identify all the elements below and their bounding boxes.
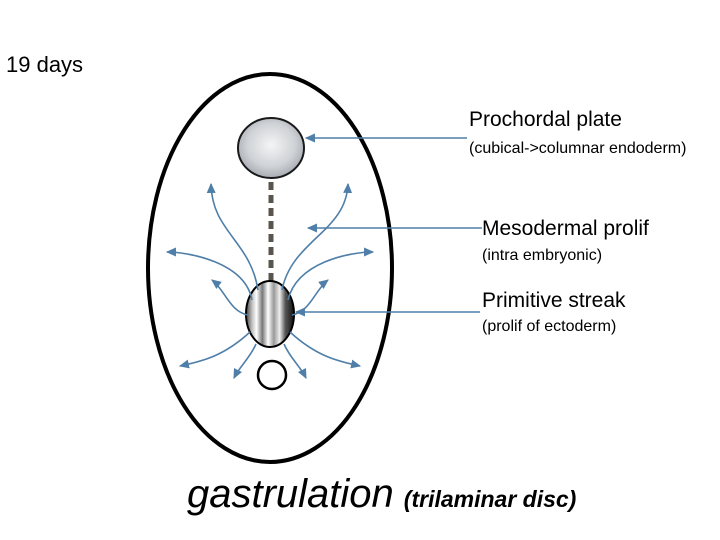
primitive-streak-note: (prolif of ectoderm) xyxy=(482,318,617,335)
primitive-pit-circle xyxy=(256,359,288,391)
prochordal-plate-note: (cubical->columnar endoderm) xyxy=(469,140,687,157)
migration-arrow xyxy=(291,279,329,316)
stage-label: 19 days xyxy=(6,52,84,77)
caption-main: gastrulation xyxy=(187,472,394,516)
migration-arrow xyxy=(178,331,251,369)
migration-arrow xyxy=(287,247,375,301)
primitive-streak-label: Primitive streak xyxy=(482,289,626,312)
prochordal-plate-label: Prochordal plate xyxy=(469,108,622,131)
migration-arrow xyxy=(283,343,307,380)
prochordal-plate xyxy=(237,117,305,179)
migration-arrow xyxy=(206,182,259,291)
caption: gastrulation (trilaminar disc) xyxy=(187,472,576,517)
migration-arrow xyxy=(211,279,249,316)
migration-arrow xyxy=(289,331,362,369)
caption-sub: (trilaminar disc) xyxy=(403,486,577,512)
primitive-streak xyxy=(245,280,295,348)
migration-arrow xyxy=(281,182,353,291)
mesodermal-prolif-note: (intra embryonic) xyxy=(482,247,603,264)
migration-arrow xyxy=(233,343,257,380)
migration-arrow xyxy=(165,247,253,301)
embryonic-disc-outline xyxy=(146,72,394,464)
mesodermal-prolif-label: Mesodermal prolif xyxy=(482,217,649,240)
